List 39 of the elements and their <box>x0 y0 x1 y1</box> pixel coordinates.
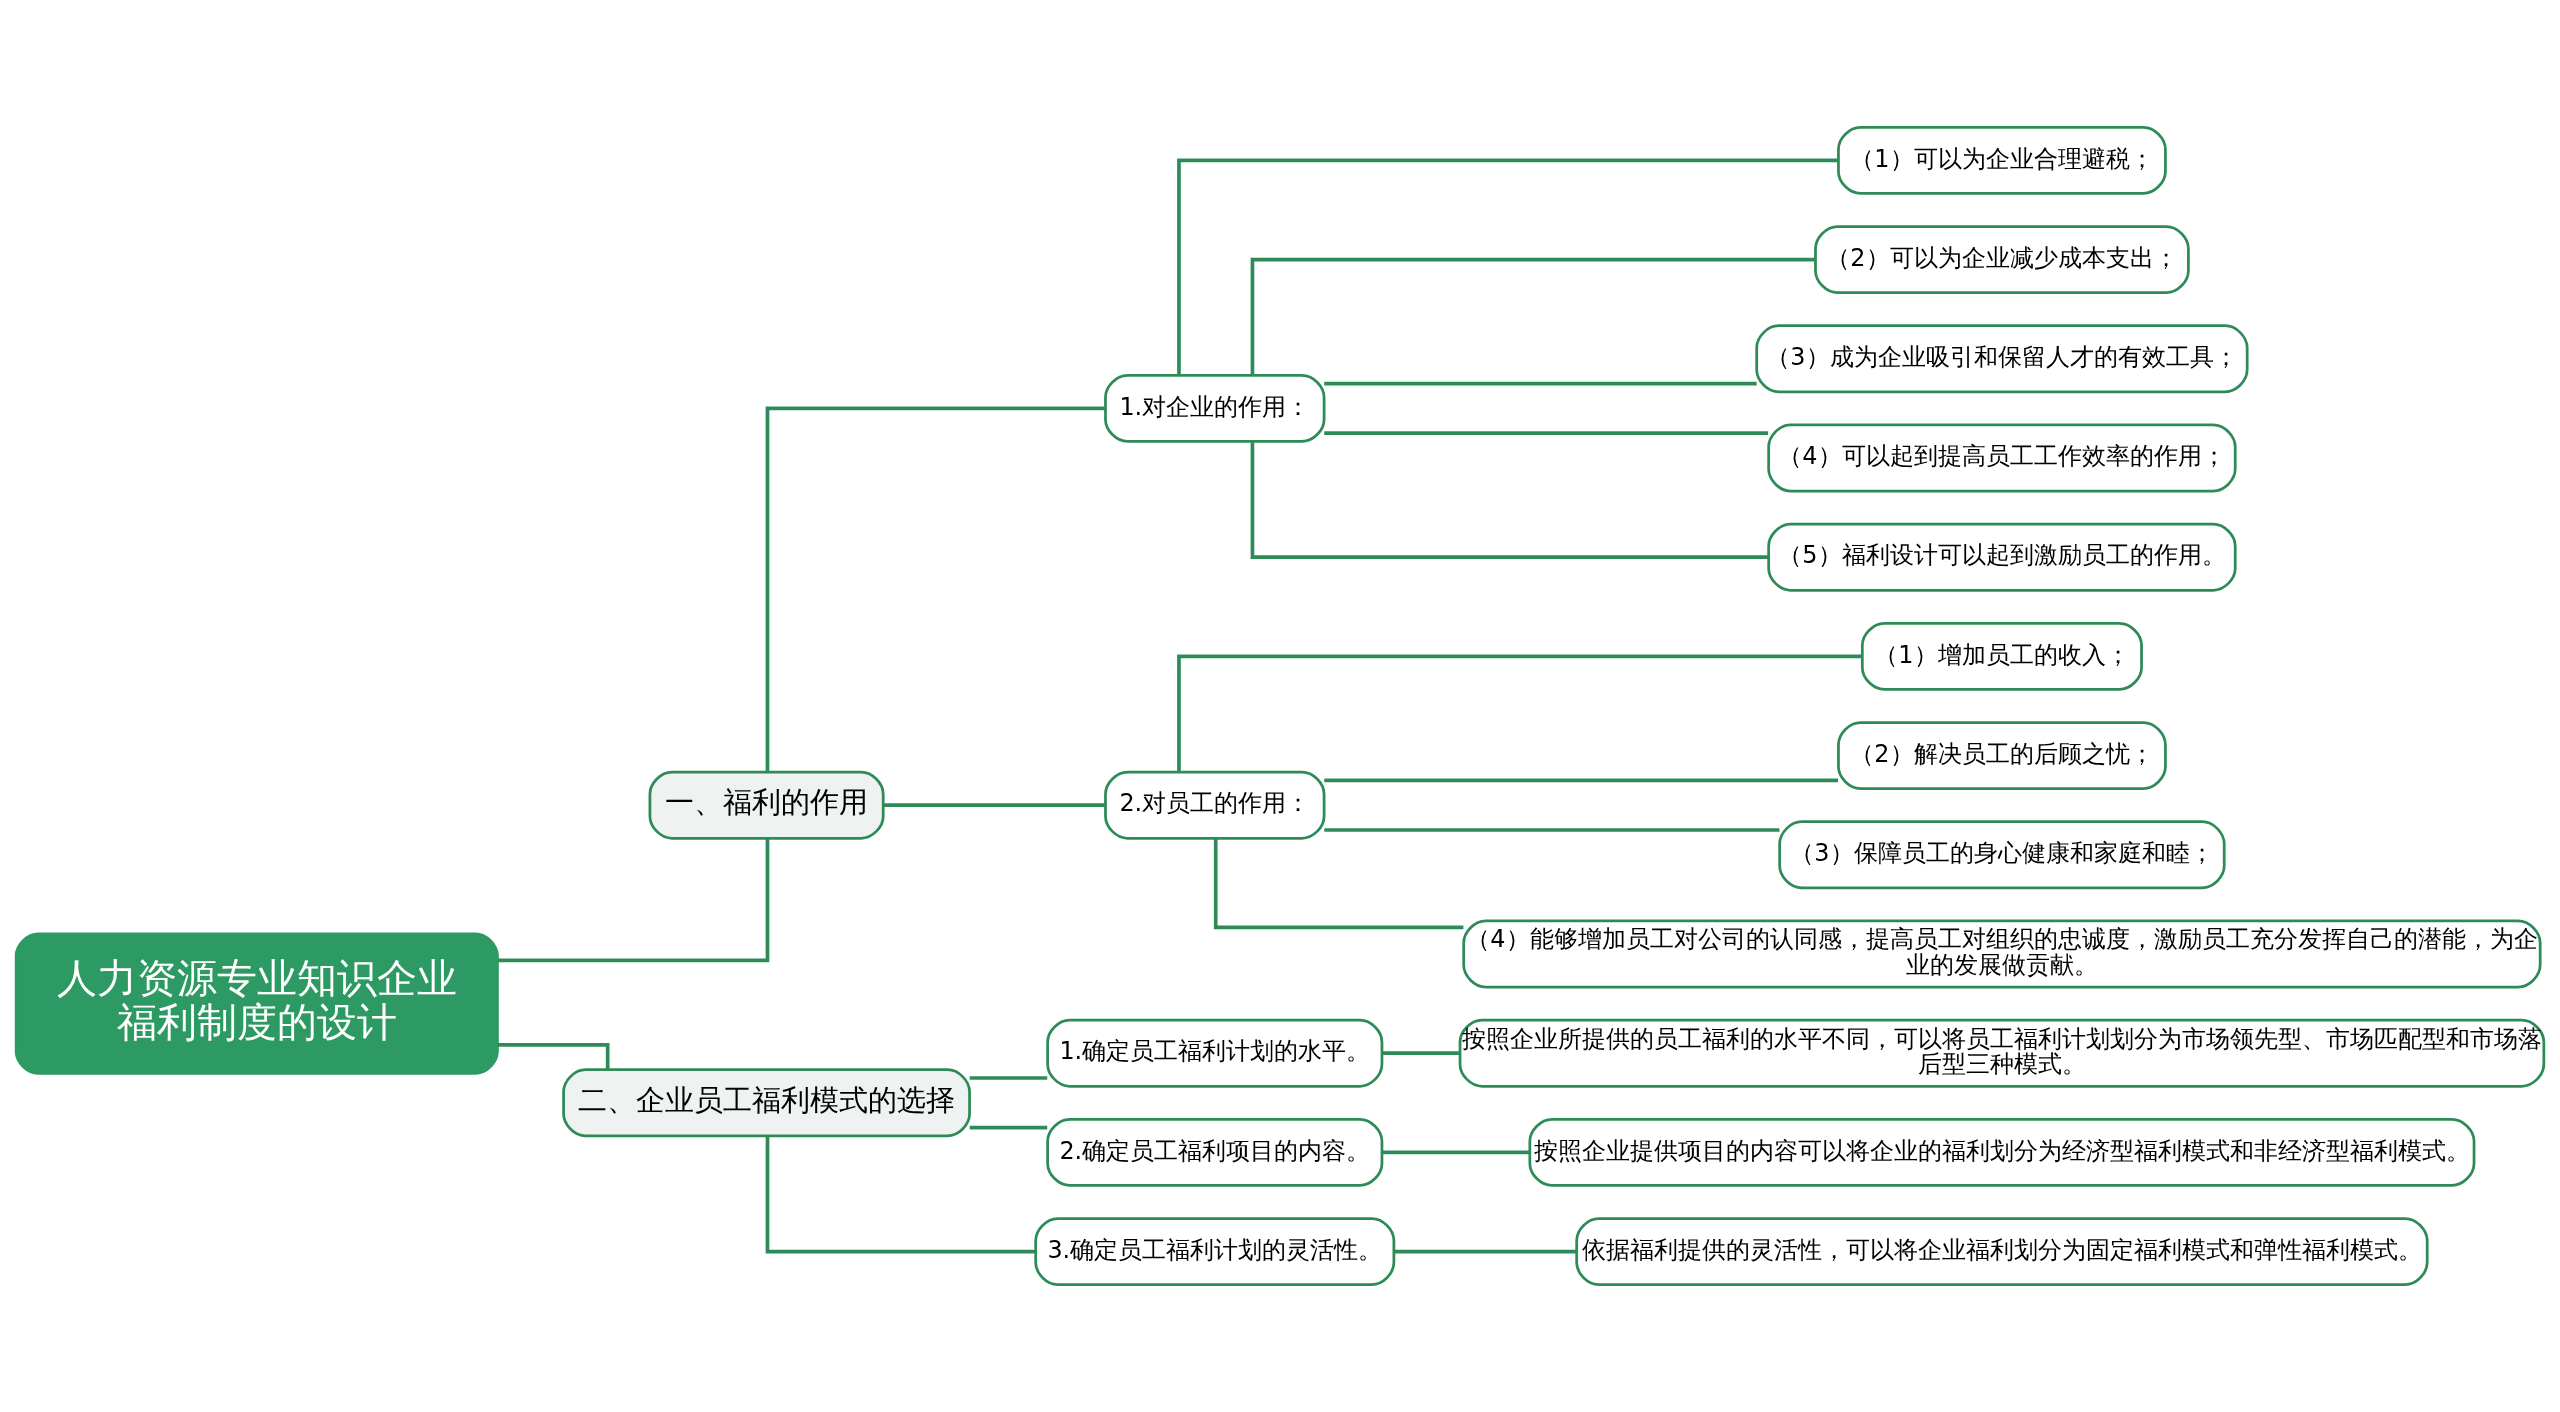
node-box: （4）能够增加员工对公司的认同感，提高员工对组织的忠诚度，激励员工充分发挥自己的潜能，为企业的发展做贡献。 <box>1462 919 2542 989</box>
connector <box>1324 381 1757 386</box>
connector <box>1213 838 1464 930</box>
node-box: （3）保障员工的身心健康和家庭和睦； <box>1778 820 2226 890</box>
connector <box>1382 1051 1460 1056</box>
node-box: 一、福利的作用 <box>648 770 885 840</box>
node-box: （1）增加员工的收入； <box>1860 621 2143 691</box>
node-box: （2）解决员工的后顾之忧； <box>1837 721 2167 791</box>
connector <box>1324 778 1838 783</box>
node-box: 人力资源专业知识企业福利制度的设计 <box>14 932 499 1075</box>
connector <box>497 1043 610 1070</box>
node-box: （4）可以起到提高员工工作效率的作用； <box>1767 423 2237 493</box>
connector <box>969 1076 1048 1080</box>
connector <box>1250 257 1816 375</box>
node-box: （5）福利设计可以起到激励员工的作用。 <box>1767 522 2237 592</box>
node-box: 二、企业员工福利模式的选择 <box>562 1068 971 1138</box>
node-box: 依据福利提供的灵活性，可以将企业福利划分为固定福利模式和弹性福利模式。 <box>1575 1217 2429 1287</box>
node-box: 按照企业所提供的员工福利的水平不同，可以将员工福利计划划分为市场领先型、市场匹配型和市场落后型三种模式。 <box>1458 1018 2546 1088</box>
connector <box>1393 1249 1577 1254</box>
connector <box>1250 442 1769 560</box>
connector <box>883 803 1106 808</box>
node-box: 3.确定员工福利计划的灵活性。 <box>1034 1217 1396 1287</box>
node-box: （3）成为企业吸引和保留人才的有效工具； <box>1755 324 2249 394</box>
connector <box>969 1125 1048 1130</box>
connector <box>765 1136 1036 1254</box>
connector <box>1177 158 1839 375</box>
node-box: 2.对员工的作用： <box>1104 770 1326 840</box>
connector <box>1324 431 1769 436</box>
connector <box>497 838 770 963</box>
connector <box>765 406 1106 773</box>
node-box: 1.确定员工福利计划的水平。 <box>1046 1018 1384 1088</box>
node-box: （2）可以为企业减少成本支出； <box>1814 225 2190 295</box>
node-box: 按照企业提供项目的内容可以将企业的福利划分为经济型福利模式和非经济型福利模式。 <box>1528 1117 2476 1187</box>
node-box: （1）可以为企业合理避税； <box>1837 125 2167 195</box>
connector <box>1177 654 1862 772</box>
node-box: 2.确定员工福利项目的内容。 <box>1046 1117 1384 1187</box>
connector <box>1382 1150 1530 1155</box>
connector <box>1324 828 1780 832</box>
node-box: 1.对企业的作用： <box>1104 373 1326 443</box>
